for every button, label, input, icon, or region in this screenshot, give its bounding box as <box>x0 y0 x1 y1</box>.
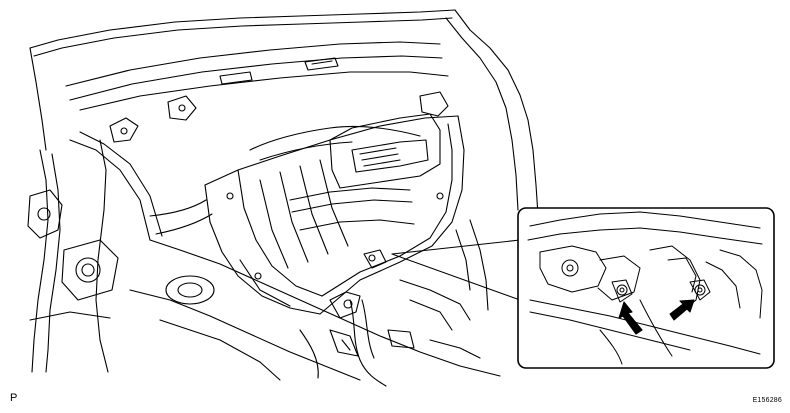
figure-id: E156286 <box>752 397 782 404</box>
upper-dash-panel <box>65 41 449 143</box>
left-body-structure <box>27 131 163 373</box>
detail-inset <box>517 207 775 369</box>
floor-and-support <box>129 219 501 381</box>
callout-arrow-left <box>618 301 643 335</box>
windshield-frame <box>29 9 539 216</box>
callout-arrow-right <box>669 299 695 321</box>
heater-unit-assembly <box>149 113 465 319</box>
wire-harness <box>299 299 415 387</box>
callout-leader-lines <box>391 239 521 301</box>
view-label: P <box>10 392 18 404</box>
